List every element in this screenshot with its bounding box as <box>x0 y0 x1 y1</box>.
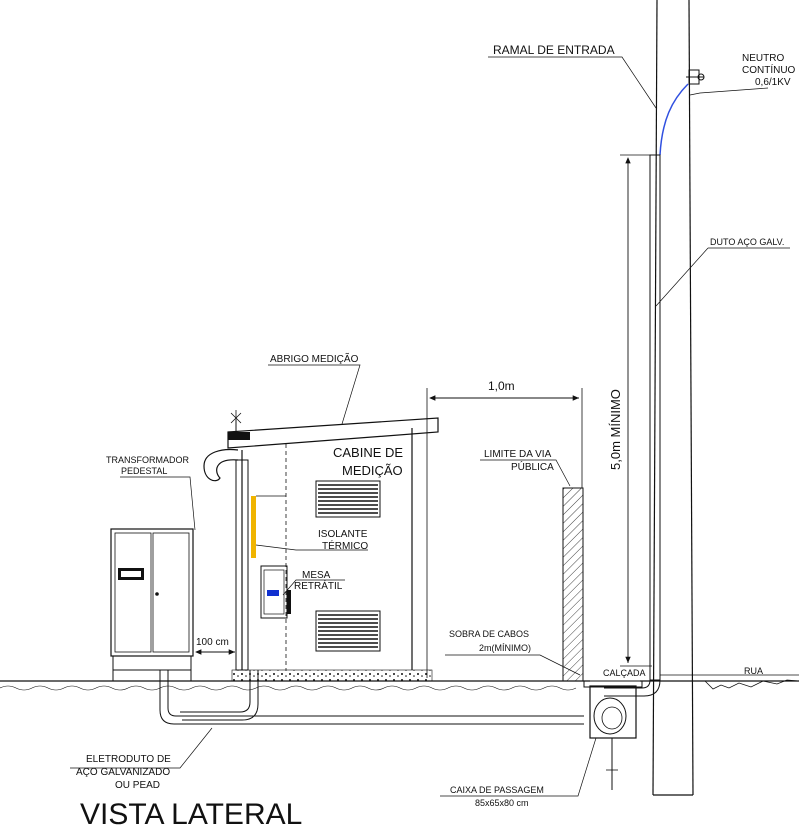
eletroduto-label-2: AÇO GALVANIZADO <box>76 767 170 778</box>
sobra-label-2: 2m(MÍNIMO) <box>479 643 531 653</box>
dist-100cm-label: 100 cm <box>196 637 229 648</box>
limite-label-2: PÚBLICA <box>511 460 554 473</box>
steel-conduit <box>604 154 661 697</box>
transformador-label-2: PEDESTAL <box>121 466 167 476</box>
upper-vent <box>315 480 381 518</box>
isolante-label-2: TÉRMICO <box>322 539 368 552</box>
underground-conduit <box>159 670 584 725</box>
drawing-title: VISTA LATERAL <box>80 798 302 828</box>
caixa-label-1: CAIXA DE PASSAGEM <box>450 785 544 795</box>
eletroduto-label-1: ELETRODUTO DE <box>86 754 171 765</box>
abrigo-label: ABRIGO MEDIÇÃO <box>270 352 359 365</box>
transformador-label-1: TRANSFORMADOR <box>106 455 190 465</box>
height-dimension <box>620 154 652 667</box>
leader-lines <box>70 56 790 797</box>
dist-1m-label: 1,0m <box>488 379 515 393</box>
metering-cabin <box>203 410 439 671</box>
neutro-label-2: CONTÍNUO <box>742 63 796 76</box>
lower-vent <box>315 610 381 652</box>
isolante-label-1: ISOLANTE <box>318 529 368 540</box>
caixa-label-2: 85x65x80 cm <box>475 798 529 808</box>
neutro-label-1: NEUTRO <box>742 53 784 64</box>
calcada-label: CALÇADA <box>603 668 646 678</box>
pass-through-box <box>583 680 643 790</box>
mesa-label-1: MESA <box>302 570 331 581</box>
width-dimension <box>426 388 583 678</box>
road-limit-wall <box>562 487 584 682</box>
mesa-label-2: RETRÁTIL <box>294 579 343 592</box>
transformer-pedestal <box>110 528 194 681</box>
ground <box>0 669 799 691</box>
altura-min-label: 5,0m MÍNIMO <box>608 389 623 470</box>
neutro-label-3: 0,6/1KV <box>755 77 791 88</box>
eletroduto-label-3: OU PEAD <box>115 780 160 791</box>
limite-label-1: LIMITE DA VIA <box>484 449 552 460</box>
ramal-entrada-label: RAMAL DE ENTRADA <box>493 43 615 57</box>
duto-label: DUTO AÇO GALV. <box>710 237 784 247</box>
cabine-label-1: CABINE DE <box>333 445 403 460</box>
meter-box <box>260 565 291 619</box>
utility-pole <box>652 0 705 796</box>
cabine-label-2: MEDIÇÃO <box>342 463 403 478</box>
rua-label: RUA <box>744 666 763 676</box>
sobra-label-1: SOBRA DE CABOS <box>449 629 529 639</box>
